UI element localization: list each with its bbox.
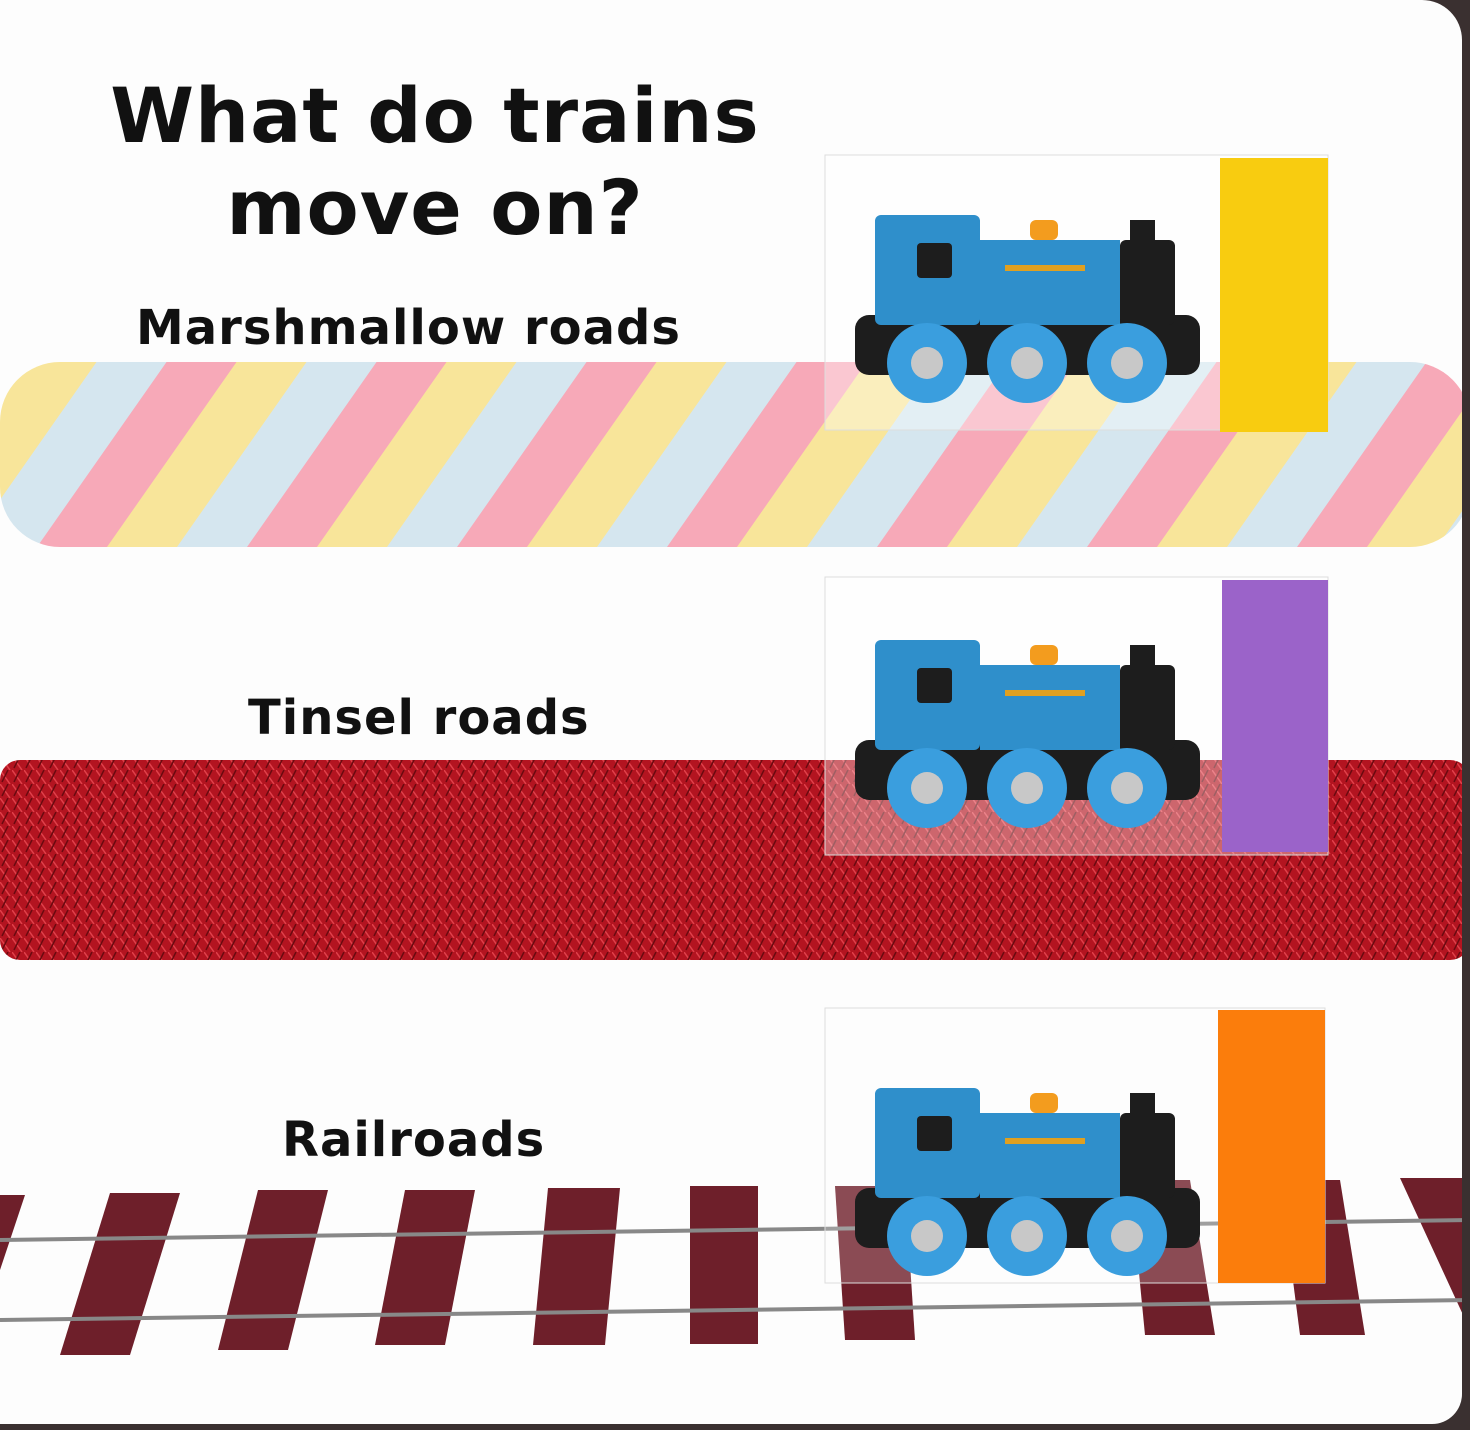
yellow-flap[interactable] bbox=[1220, 158, 1328, 432]
purple-flap[interactable] bbox=[1222, 580, 1328, 852]
railroads-label: Railroads bbox=[282, 1112, 546, 1168]
title-line-1: What do trains bbox=[110, 71, 760, 160]
tinsel-label: Tinsel roads bbox=[248, 690, 590, 746]
marshmallow-rope bbox=[0, 362, 1462, 547]
orange-flap[interactable] bbox=[1218, 1010, 1325, 1283]
train-toy-2 bbox=[855, 640, 1200, 828]
train-toy-3 bbox=[855, 1088, 1200, 1276]
title-line-2: move on? bbox=[226, 163, 644, 252]
page-title: What do trains move on? bbox=[60, 70, 810, 254]
train-toy-1 bbox=[855, 215, 1200, 403]
marshmallow-label: Marshmallow roads bbox=[136, 300, 681, 356]
